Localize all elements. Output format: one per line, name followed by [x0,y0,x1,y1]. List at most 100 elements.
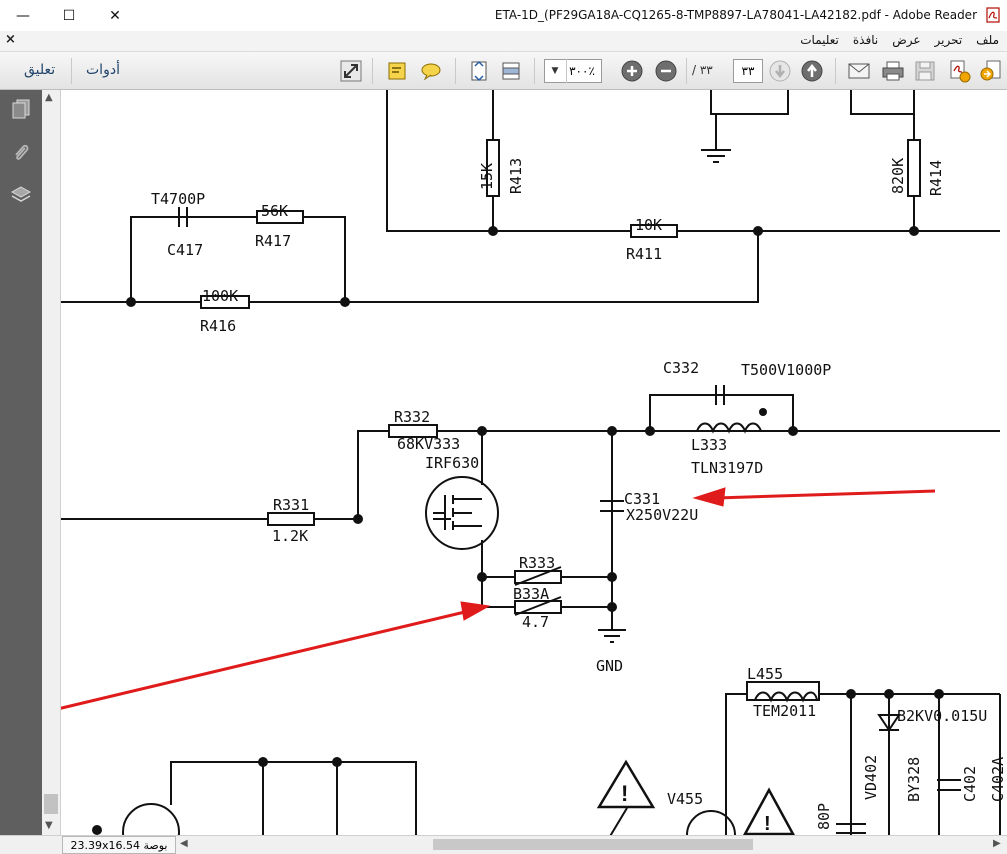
chevron-down-icon: ▼ [551,66,559,76]
print-button[interactable] [880,58,906,84]
scroll-up-icon[interactable]: ▲ [45,92,53,103]
menu-view[interactable]: عرض [892,33,921,47]
label-r416: R416 [200,317,236,335]
close-window-button[interactable]: ✕ [92,0,138,31]
layers-panel-button[interactable] [8,182,34,208]
next-page-button[interactable] [767,58,793,84]
label-r333b-value: 4.7 [522,613,549,631]
label-v455: V455 [667,790,703,808]
menu-file[interactable]: ملف [976,33,999,47]
label-80p: 80P [815,803,833,830]
label-r417-value: 56K [261,202,288,220]
maximize-button[interactable]: ☐ [46,0,92,31]
fit-width-button[interactable] [498,58,524,84]
label-r416-value: 100K [202,287,238,305]
label-c417: C417 [167,241,203,259]
zoom-dropdown-button[interactable]: ▼ [544,59,567,83]
status-bar: 23.39x16.54 بوصة ◀ ▶ [0,835,1007,854]
label-r331: R331 [273,496,309,514]
close-icon: ✕ [109,7,121,24]
label-r414: R414 [927,160,945,196]
zoom-in-button[interactable] [619,58,645,84]
label-r333: R333 [519,554,555,572]
label-irf630: IRF630 [425,454,479,472]
paperclip-icon [15,144,29,160]
label-l333-value: TLN3197D [691,459,763,477]
label-l455-value: TEM2011 [753,702,816,720]
menu-help[interactable]: تعليمات [800,33,839,47]
minimize-button[interactable]: — [0,0,46,31]
pages-icon [12,99,30,119]
warning-exclaim: ! [764,813,771,835]
zoom-input[interactable]: ٣٠٠٪ [544,59,602,83]
zoom-out-button[interactable] [653,58,679,84]
vertical-scrollbar[interactable]: ▲ ▼ [42,90,61,835]
toolbar-separator [835,58,836,84]
floppy-disk-icon [915,61,935,81]
scroll-down-icon[interactable]: ▼ [45,820,53,831]
label-r413: R413 [507,158,525,194]
previous-page-button[interactable] [799,58,825,84]
label-c332-value: T500V1000P [741,361,831,379]
highlight-button[interactable] [384,58,410,84]
title-bar: — ☐ ✕ ETA-1D_(PF29GA18A-CQ1265-8-TMP8897… [0,0,1007,32]
tools-pane-link[interactable]: أدوات [86,62,120,78]
toolbar-separator [71,58,72,84]
expand-button[interactable] [338,58,364,84]
maximize-icon: ☐ [62,7,76,24]
comment-button[interactable] [418,58,444,84]
toolbar-separator [455,58,456,84]
zoom-out-icon [655,60,677,82]
label-c417-value: T4700P [151,190,205,208]
save-button[interactable] [912,58,938,84]
scroll-left-icon[interactable]: ◀ [180,838,188,849]
email-button[interactable] [846,58,872,84]
create-pdf-button[interactable] [946,58,972,84]
pdf-export-icon [950,60,971,83]
attachments-panel-button[interactable] [8,140,34,166]
label-r332: R332 [394,408,430,426]
email-icon [848,63,870,79]
toolbar-separator [372,58,373,84]
page-total: / ٣٣ [692,63,713,77]
layers-icon [10,186,32,202]
label-r411-value: 10K [635,216,662,234]
label-vd402: VD402 [862,755,880,800]
expand-icon [340,60,362,82]
menu-window[interactable]: نافذة [852,33,879,47]
sticky-note-icon [388,62,406,80]
document-view[interactable]: ! ! T4700P C417 56K R417 100K R416 15K R… [61,90,1007,835]
adobe-pdf-icon [986,7,1000,23]
label-c332: C332 [663,359,699,377]
pages-panel-button[interactable] [8,96,34,122]
label-l455: L455 [747,665,783,683]
arrow-down-icon [769,60,791,82]
scroll-thumb[interactable] [44,794,58,814]
page-size-indicator: 23.39x16.54 بوصة [62,836,176,854]
label-c402a: C402A [989,757,1007,802]
zoom-in-icon [621,60,643,82]
fit-width-icon [502,62,520,80]
label-r331-value: 1.2K [272,527,308,545]
label-c402: C402 [961,766,979,802]
page-number-input[interactable]: ٣٣ [733,59,763,83]
horizontal-scroll-thumb[interactable] [433,839,753,850]
arrow-up-icon [801,60,823,82]
label-l333: L333 [691,436,727,454]
speech-bubble-icon [421,63,441,81]
comment-pane-link[interactable]: تعليق [24,62,56,78]
toolbar: تعليق أدوات ٣٠٠٪ ▼ / ٣٣ ٣٣ [0,52,1007,90]
label-c331-value: X250V22U [626,506,698,524]
zoom-value: ٣٠٠٪ [569,64,595,78]
label-r414-value: 820K [889,158,907,194]
share-button[interactable] [978,58,1004,84]
scroll-right-icon[interactable]: ▶ [993,838,1001,849]
label-r413-value: 15K [478,163,496,190]
menu-edit[interactable]: تحرير [934,33,963,47]
fit-page-icon [471,60,487,82]
fit-page-button[interactable] [466,58,492,84]
label-r417: R417 [255,232,291,250]
warning-exclaim: ! [621,781,628,806]
label-by328: BY328 [905,757,923,802]
close-document-icon[interactable]: × [5,32,16,47]
